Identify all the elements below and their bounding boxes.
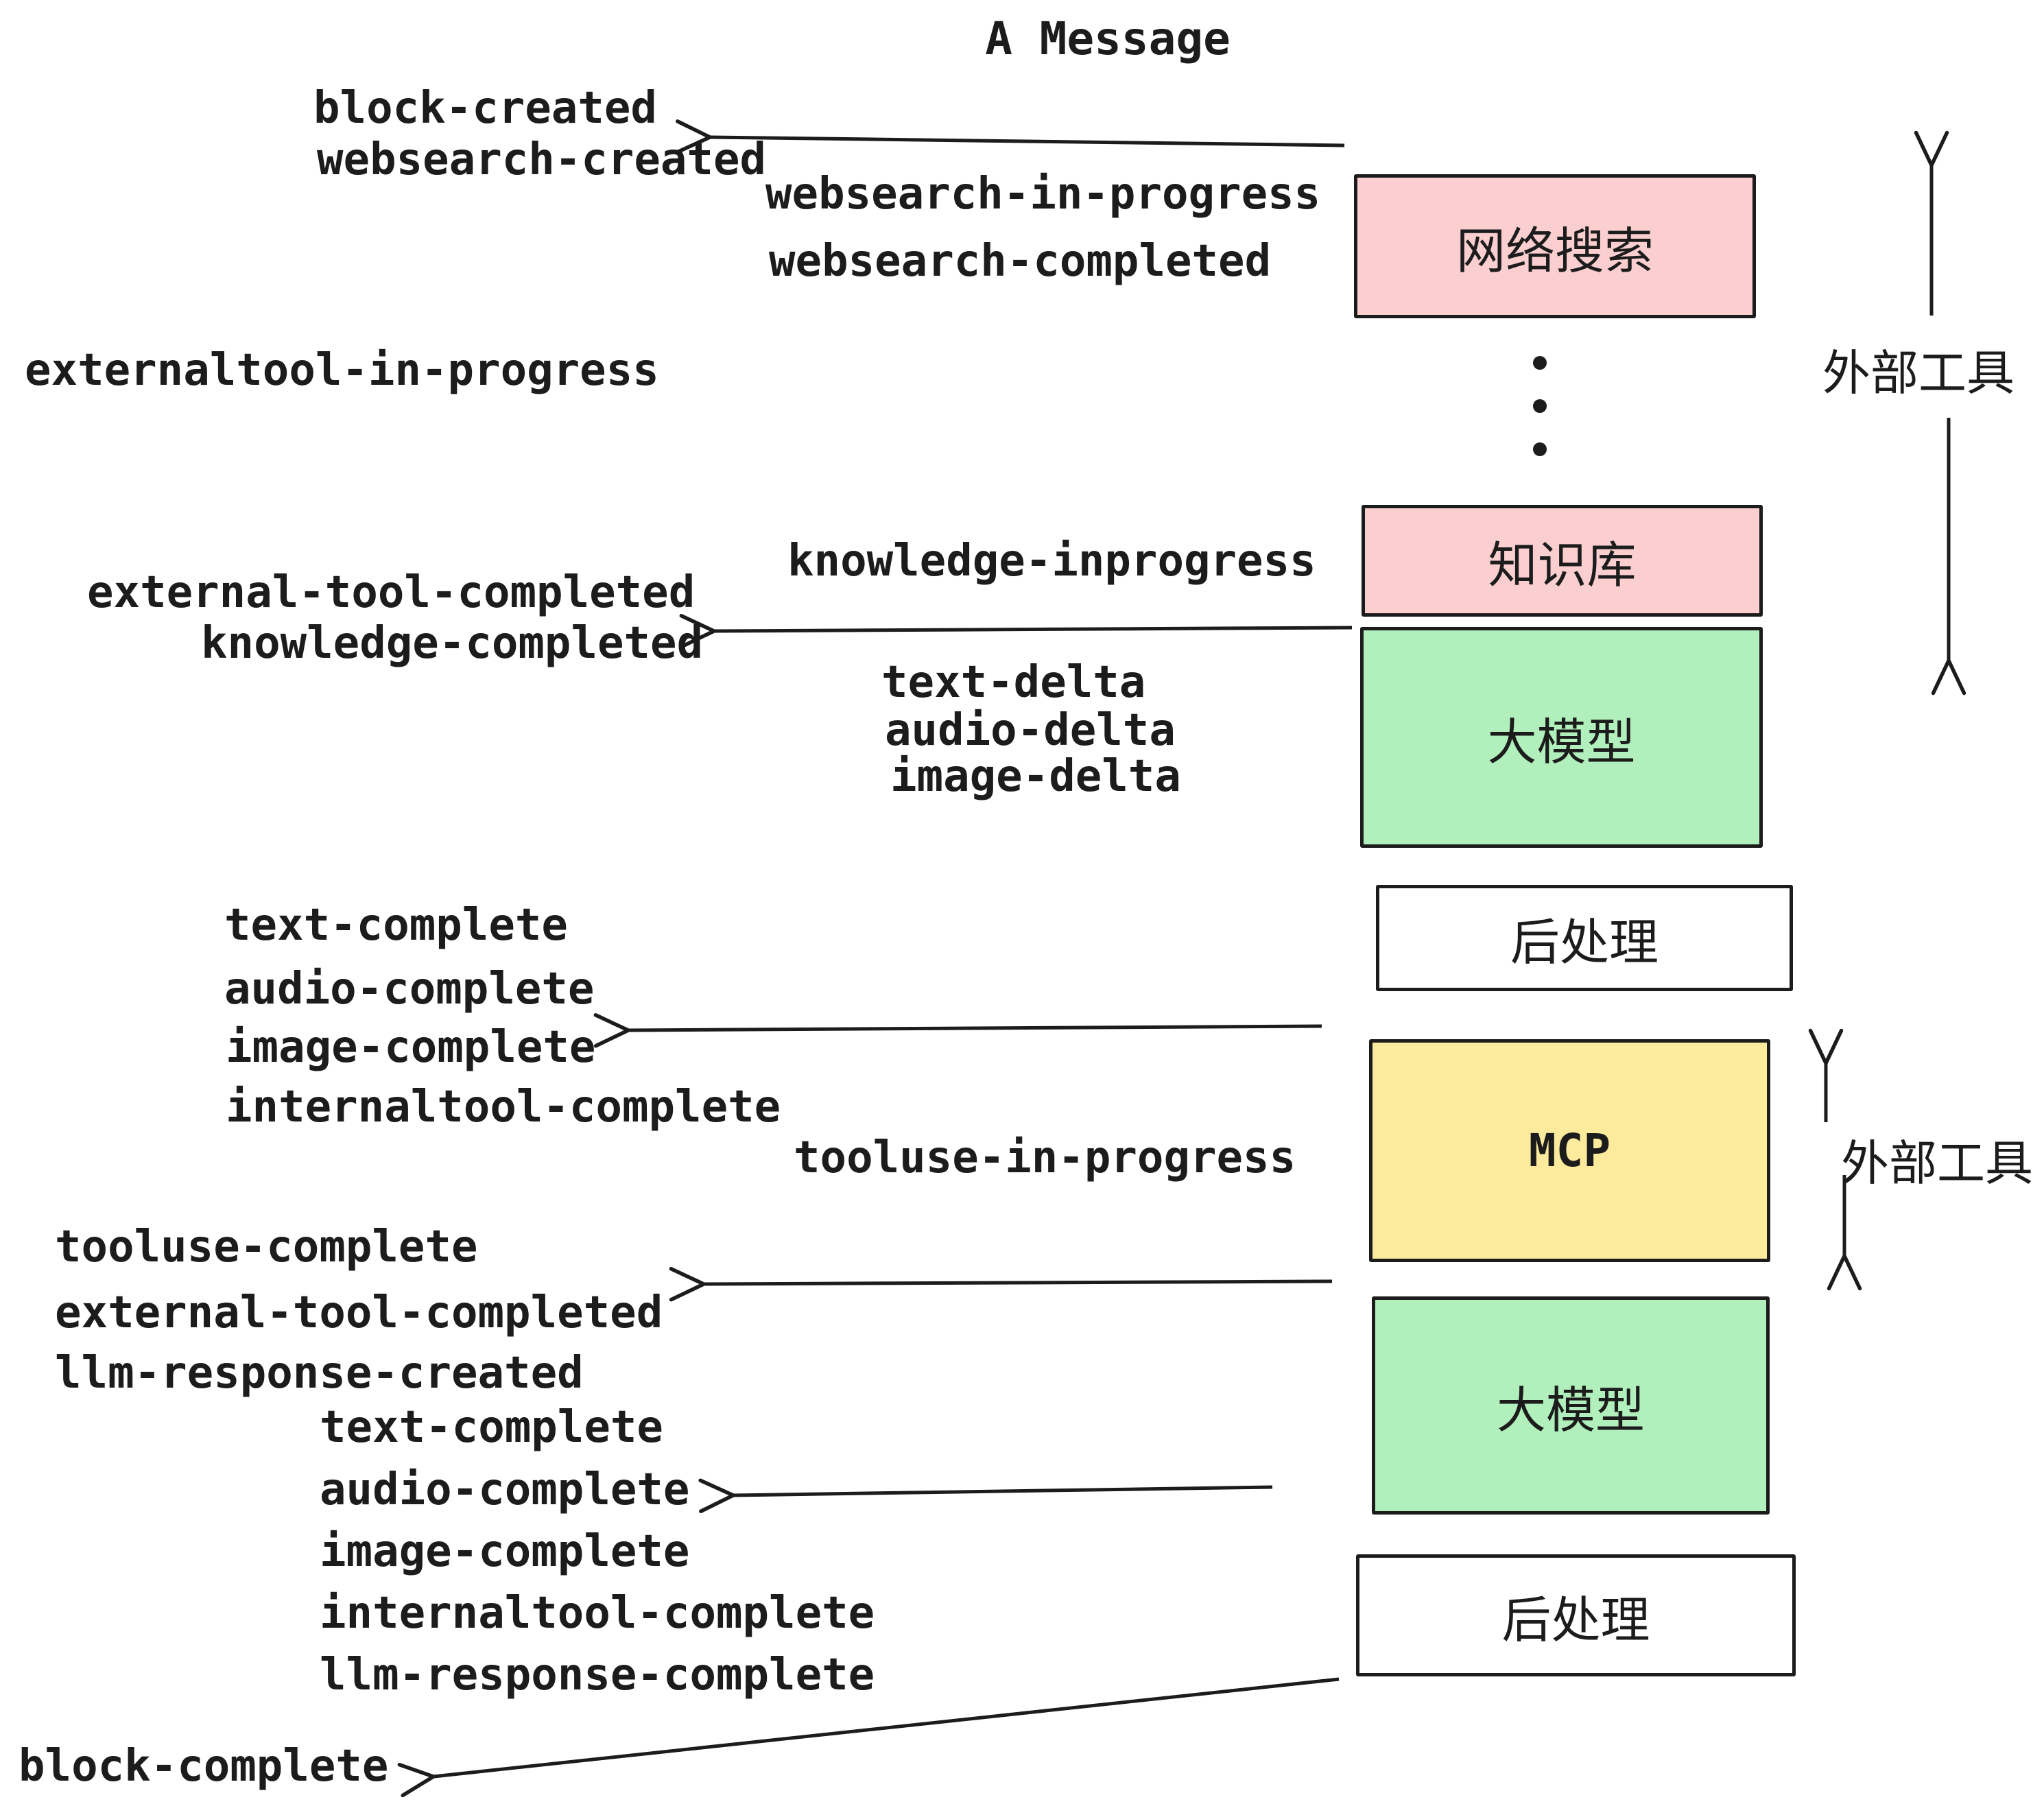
box-llm-1: 大模型 (1360, 627, 1763, 848)
event-externaltool-in-progress: externaltool-in-progress (25, 345, 659, 396)
box-post-process-2: 后处理 (1356, 1554, 1796, 1676)
event-tooluse-in-progress: tooluse-in-progress (794, 1132, 1296, 1183)
dot (1533, 399, 1547, 413)
event-knowledge-completed: knowledge-completed (201, 618, 704, 669)
event-audio-complete-2: audio-complete (320, 1464, 690, 1515)
event-websearch-completed: websearch-completed (769, 236, 1272, 287)
box-mcp: MCP (1369, 1039, 1770, 1262)
box-knowledge-base: 知识库 (1362, 505, 1763, 617)
event-tooluse-complete: tooluse-complete (55, 1222, 478, 1272)
event-websearch-in-progress: websearch-in-progress (765, 169, 1321, 219)
event-llm-response-created: llm-response-created (55, 1348, 584, 1399)
event-text-delta-1: text-delta (881, 657, 1146, 708)
box-websearch: 网络搜索 (1354, 174, 1756, 318)
arrow-block-websearch-created (675, 119, 1345, 154)
external-tools-label-2: 外部工具 (1841, 1135, 2033, 1191)
diagram-title: A Message (985, 12, 1231, 65)
arrow-internal-complete-1 (593, 1013, 1322, 1048)
external-tools-label-1: 外部工具 (1822, 345, 2015, 401)
event-image-delta-1: image-delta (890, 751, 1181, 802)
arrow-knowledge-completed (679, 614, 1353, 649)
event-block-created: block-created (313, 83, 657, 134)
event-image-complete-2: image-complete (320, 1526, 690, 1577)
event-websearch-created: websearch-created (317, 134, 767, 185)
event-text-complete-1: text-complete (224, 900, 568, 951)
event-llm-response-complete: llm-response-complete (320, 1650, 875, 1700)
dot (1533, 356, 1547, 370)
event-external-tool-completed: external-tool-completed (87, 567, 696, 618)
arrow-audio-complete-2 (698, 1478, 1273, 1513)
event-external-tool-completed-2: external-tool-completed (55, 1287, 663, 1338)
arrow-tooluse-complete (669, 1266, 1333, 1302)
box-llm-2: 大模型 (1372, 1296, 1770, 1515)
vertical-ellipsis-icon (1533, 356, 1547, 456)
event-audio-complete-1: audio-complete (224, 964, 595, 1014)
event-text-complete-2: text-complete (320, 1402, 663, 1453)
dot (1533, 442, 1547, 456)
event-block-complete: block-complete (19, 1741, 389, 1792)
box-post-process-1: 后处理 (1376, 885, 1793, 991)
event-internaltool-complete-1: internaltool-complete (226, 1082, 781, 1132)
event-internaltool-complete-2: internaltool-complete (320, 1588, 875, 1639)
event-image-complete-1: image-complete (226, 1022, 596, 1073)
event-knowledge-inprogress: knowledge-inprogress (787, 536, 1316, 586)
event-audio-delta-1: audio-delta (885, 705, 1176, 756)
arrow-block-complete (397, 1677, 1340, 1798)
